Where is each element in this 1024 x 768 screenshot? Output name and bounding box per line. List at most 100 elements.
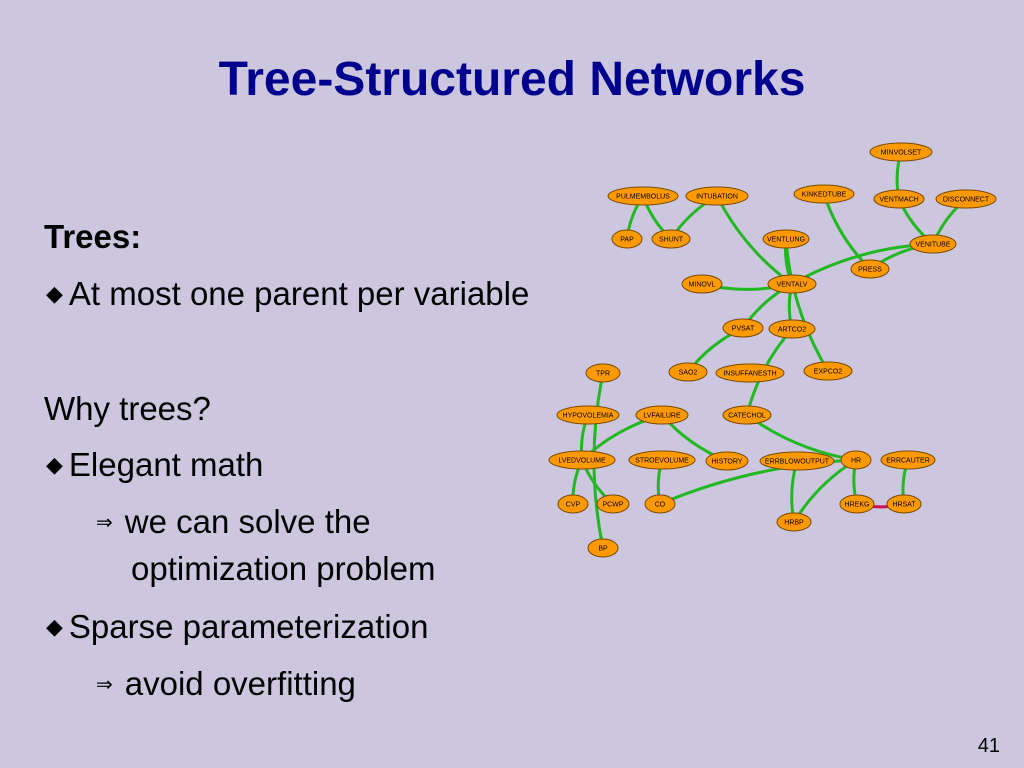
node-intubation: INTUBATION	[685, 186, 749, 206]
node-label: EXPCO2	[814, 369, 843, 376]
sub-bullet-overfitting-text: avoid overfitting	[124, 665, 356, 702]
node-shape	[935, 189, 997, 209]
sub-bullet-overfitting: ⇒ avoid overfitting	[96, 665, 356, 703]
node-insuffanesth: INSUFFANESTH	[715, 363, 785, 383]
node-lvedvolume: LVEDVOLUME	[548, 450, 616, 470]
node-label: TPR	[596, 371, 610, 378]
node-label: BP	[598, 546, 608, 553]
node-shape	[839, 494, 875, 514]
node-label: HR	[851, 458, 861, 465]
node-shape	[685, 186, 749, 206]
node-label: SHUNT	[659, 237, 684, 244]
node-label: HRSAT	[892, 502, 916, 509]
node-label: SAO2	[679, 370, 698, 377]
node-artco2: ARTCO2	[768, 319, 816, 339]
node-pvsat: PVSAT	[722, 318, 764, 338]
node-label: PVSAT	[732, 326, 755, 333]
node-press: PRESS	[850, 259, 890, 279]
node-shape	[611, 229, 643, 249]
node-label: HISTORY	[712, 459, 743, 466]
node-hrekg: HREKG	[839, 494, 875, 514]
edge-kinkedtube-press	[822, 192, 872, 271]
node-shape	[607, 186, 679, 206]
node-label: VENTLUNG	[767, 237, 805, 244]
node-label: HYPOVOLEMIA	[563, 413, 614, 420]
node-shape	[767, 274, 817, 294]
node-label: HRBP	[784, 520, 804, 527]
node-minvolset: MINVOLSET	[869, 142, 933, 162]
node-shape	[909, 234, 957, 254]
node-shape	[776, 512, 812, 532]
node-hrsat: HRSAT	[886, 494, 922, 514]
node-shape	[644, 494, 676, 514]
node-shape	[869, 142, 933, 162]
node-shape	[705, 451, 749, 471]
sub-bullet-optimization-text: we can solve the	[124, 503, 371, 540]
bullet-sparse: ◆Sparse parameterization	[46, 608, 428, 646]
why-trees-heading: Why trees?	[44, 390, 211, 427]
node-expco2: EXPCO2	[803, 361, 853, 381]
node-shape	[873, 189, 925, 209]
node-shape	[596, 494, 630, 514]
implies-arrow-icon: ⇒	[96, 512, 113, 534]
node-shape	[722, 318, 764, 338]
bullet-elegant-math-text: Elegant math	[68, 446, 264, 483]
node-hr: HR	[840, 450, 872, 470]
node-label: CATECHOL	[728, 413, 766, 420]
node-ventlung: VENTLUNG	[762, 229, 810, 249]
node-label: INSUFFANESTH	[723, 371, 776, 378]
node-catechol: CATECHOL	[722, 405, 772, 425]
bullet-one-parent-text: At most one parent per variable	[68, 275, 530, 312]
node-errcauter: ERRCAUTER	[880, 450, 936, 470]
node-shape	[768, 319, 816, 339]
node-label: ERRBLOWOUTPUT	[765, 459, 830, 466]
node-shape	[548, 450, 616, 470]
node-label: VENITUBE	[915, 242, 950, 249]
node-co: CO	[644, 494, 676, 514]
node-label: STROEVOLUME	[635, 458, 689, 465]
node-label: MINOVL	[689, 282, 716, 289]
node-shape	[587, 538, 619, 558]
node-label: MINVOLSET	[881, 150, 922, 157]
trees-heading: Trees:	[44, 218, 142, 255]
node-shape	[722, 405, 772, 425]
node-pulmembolus: PULMEMBOLUS	[607, 186, 679, 206]
node-label: PRESS	[858, 267, 882, 274]
node-label: LVFAILURE	[643, 413, 681, 420]
node-shape	[557, 494, 589, 514]
node-stroevolume: STROEVOLUME	[628, 450, 696, 470]
diamond-bullet-icon: ◆	[46, 281, 63, 306]
node-label: PULMEMBOLUS	[616, 194, 670, 201]
node-ventalv: VENTALV	[767, 274, 817, 294]
node-shape	[880, 450, 936, 470]
edges-layer	[571, 150, 968, 550]
diamond-bullet-icon: ◆	[46, 614, 63, 639]
node-shape	[803, 361, 853, 381]
node-label: VENTMACH	[879, 197, 918, 204]
node-history: HISTORY	[705, 451, 749, 471]
node-minovl: MINOVL	[681, 274, 723, 294]
node-shape	[762, 229, 810, 249]
node-label: ERRCAUTER	[886, 458, 930, 465]
implies-arrow-icon: ⇒	[96, 674, 113, 696]
node-tpr: TPR	[585, 363, 621, 383]
node-shape	[585, 363, 621, 383]
node-label: PAP	[620, 237, 634, 244]
node-shape	[715, 363, 785, 383]
node-shape	[635, 405, 689, 425]
node-shape	[793, 184, 855, 204]
slide-title: Tree-Structured Networks	[218, 53, 806, 106]
node-shape	[628, 450, 696, 470]
node-label: LVEDVOLUME	[558, 458, 606, 465]
node-shape	[886, 494, 922, 514]
node-errblowoutput: ERRBLOWOUTPUT	[759, 451, 835, 471]
node-pap: PAP	[611, 229, 643, 249]
bullet-elegant-math: ◆Elegant math	[46, 446, 263, 484]
node-sao2: SAO2	[668, 362, 708, 382]
node-pcwp: PCWP	[596, 494, 630, 514]
node-shape	[681, 274, 723, 294]
node-shape	[668, 362, 708, 382]
node-shape	[850, 259, 890, 279]
node-label: KINKEDTUBE	[802, 192, 847, 199]
